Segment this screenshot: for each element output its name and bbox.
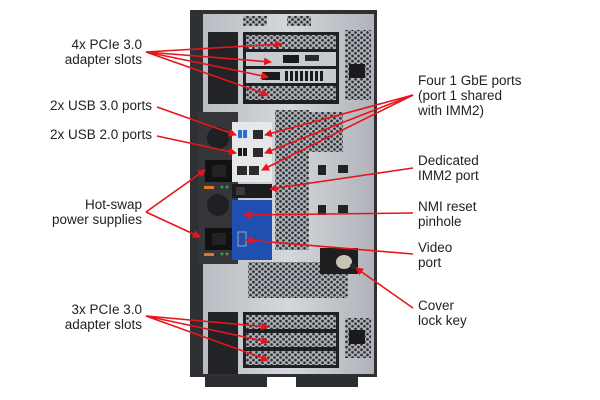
foot-left xyxy=(205,375,267,387)
label-line: adapter slots xyxy=(64,317,142,332)
label-line: power supplies xyxy=(51,212,142,227)
pcie-slots-bottom xyxy=(243,312,339,368)
label-line: Video xyxy=(418,240,453,255)
label-line: lock key xyxy=(418,313,467,328)
label-video: Video port xyxy=(418,240,558,270)
label-line: 3x PCIe 3.0 xyxy=(71,302,142,317)
label-line: adapter slots xyxy=(64,52,142,67)
label-line: with IMM2) xyxy=(418,103,485,118)
latch-bottom xyxy=(349,330,365,344)
label-cover-lock: Cover lock key xyxy=(418,298,558,328)
foot-right xyxy=(296,375,358,387)
label-psu: Hot-swap power supplies xyxy=(30,197,142,227)
label-line: NMI reset xyxy=(418,199,477,214)
cover-lock xyxy=(320,248,358,274)
label-line: Dedicated xyxy=(418,153,479,168)
label-gbe: Four 1 GbE ports (port 1 shared with IMM… xyxy=(418,73,558,118)
latch-top xyxy=(349,64,365,78)
slot-label-strip-bottom xyxy=(208,312,238,374)
label-nmi: NMI reset pinhole xyxy=(418,199,558,229)
label-pcie-top: 4x PCIe 3.0 adapter slots xyxy=(40,37,142,67)
label-pcie-bottom: 3x PCIe 3.0 adapter slots xyxy=(40,302,142,332)
label-line: port xyxy=(418,255,442,270)
label-line: IMM2 port xyxy=(418,168,479,183)
label-line: (port 1 shared xyxy=(418,88,503,103)
label-line: Four 1 GbE ports xyxy=(418,73,522,88)
pcie-slots-top xyxy=(243,32,339,104)
label-usb3: 2x USB 3.0 ports xyxy=(20,98,152,113)
label-line: Cover xyxy=(418,298,455,313)
io-panel xyxy=(232,122,272,260)
label-line: 4x PCIe 3.0 xyxy=(71,37,142,52)
label-imm2: Dedicated IMM2 port xyxy=(418,153,558,183)
slot-label-strip-top xyxy=(208,32,238,104)
label-usb2: 2x USB 2.0 ports xyxy=(20,127,152,142)
label-line: Hot-swap xyxy=(84,197,142,212)
label-line: pinhole xyxy=(418,214,462,229)
label-line: 2x USB 3.0 ports xyxy=(49,98,152,113)
label-line: 2x USB 2.0 ports xyxy=(49,127,152,142)
